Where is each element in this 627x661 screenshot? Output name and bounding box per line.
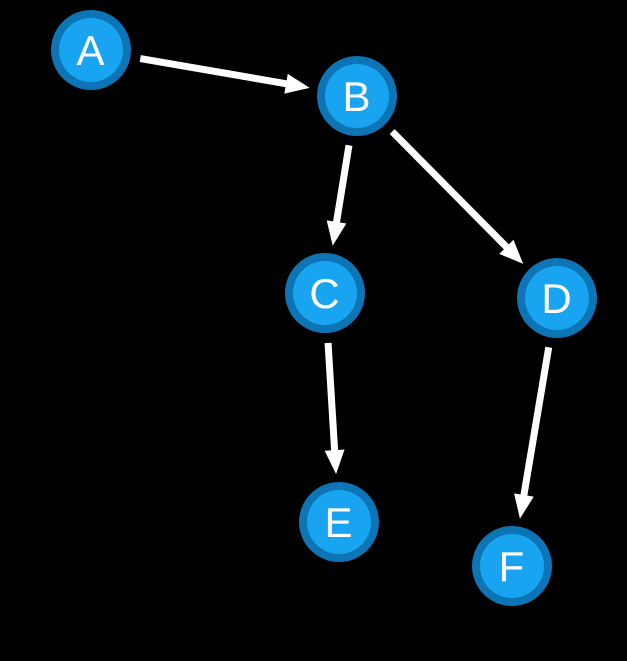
edges-layer bbox=[139, 55, 553, 519]
node-inner-circle bbox=[525, 266, 589, 330]
arrowhead-icon bbox=[499, 239, 524, 264]
node-B[interactable]: B bbox=[317, 56, 397, 136]
edge-line bbox=[139, 55, 289, 88]
node-label: B bbox=[342, 73, 371, 120]
edge-B-C bbox=[326, 144, 353, 246]
node-D[interactable]: D bbox=[517, 258, 597, 338]
node-E[interactable]: E bbox=[299, 482, 379, 562]
node-inner-circle bbox=[325, 64, 389, 128]
node-inner-circle bbox=[480, 534, 544, 598]
node-inner-circle bbox=[307, 490, 371, 554]
arrowhead-icon bbox=[326, 220, 347, 246]
arrowhead-icon bbox=[284, 73, 310, 94]
node-inner-circle bbox=[293, 261, 357, 325]
node-A[interactable]: A bbox=[51, 10, 131, 90]
node-C[interactable]: C bbox=[285, 253, 365, 333]
node-label: D bbox=[541, 275, 572, 322]
node-label: C bbox=[309, 270, 340, 317]
node-inner-circle bbox=[59, 18, 123, 82]
edge-C-E bbox=[324, 342, 345, 475]
edge-B-D bbox=[389, 129, 524, 264]
node-label: A bbox=[76, 27, 105, 74]
edge-line bbox=[332, 144, 353, 225]
node-F[interactable]: F bbox=[472, 526, 552, 606]
edge-D-F bbox=[514, 346, 553, 519]
nodes-layer: A B C D E F bbox=[51, 10, 597, 606]
edge-line bbox=[520, 346, 553, 498]
edge-A-B bbox=[139, 55, 310, 94]
arrowhead-icon bbox=[514, 493, 534, 519]
arrowhead-icon bbox=[324, 449, 345, 475]
edge-line bbox=[389, 129, 511, 251]
node-label: E bbox=[324, 499, 353, 546]
node-label: F bbox=[499, 543, 526, 590]
edge-line bbox=[324, 342, 339, 453]
